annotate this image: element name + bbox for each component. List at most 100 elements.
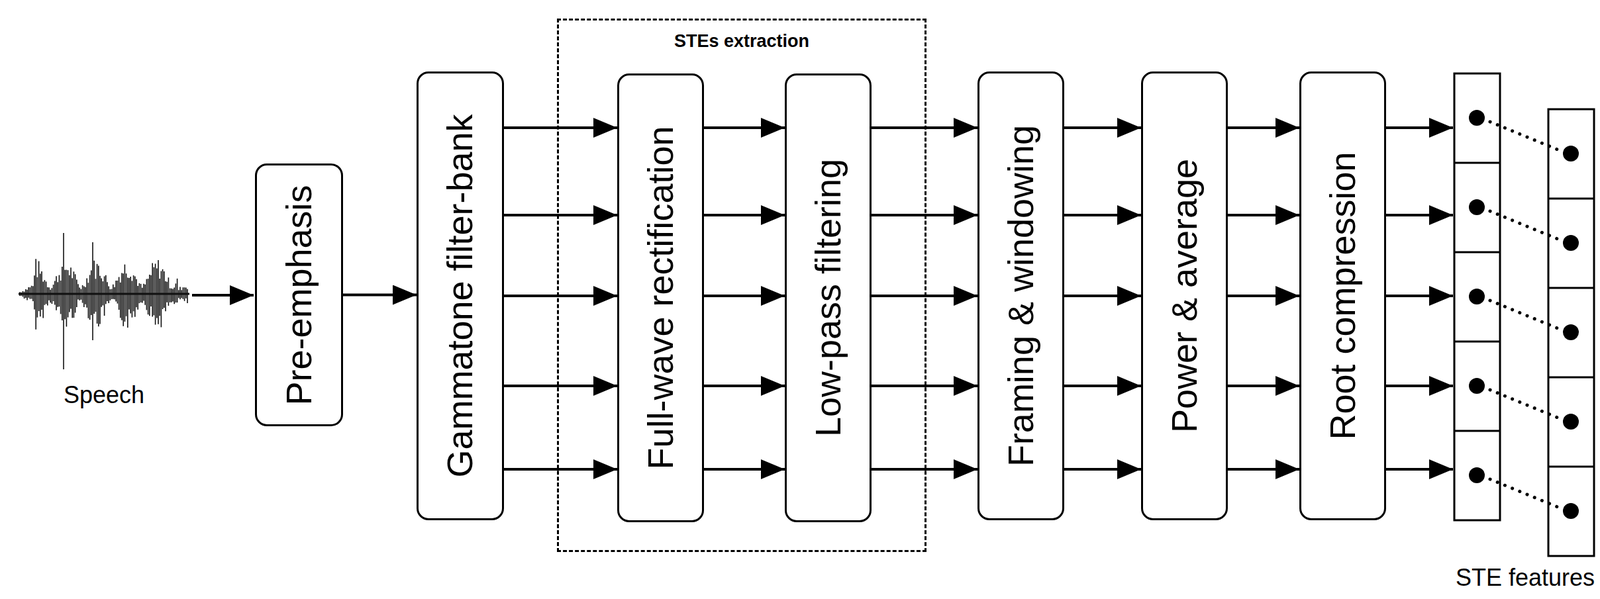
feature-dot [1468,199,1485,216]
flow-arrow [871,468,978,471]
waveform-stroke [112,284,114,300]
waveform-stroke [66,270,68,328]
feature-dot [1468,288,1485,305]
cell-divider [1454,430,1500,433]
waveform-stroke [26,290,28,301]
waveform-stroke [51,288,53,304]
flow-arrow [1227,294,1300,298]
flow-arrow [503,213,618,217]
ellipsis-dots [1490,211,1558,240]
waveform-stroke [83,286,85,308]
process-label: Framing & windowing [1001,125,1041,467]
waveform-stroke [157,260,159,325]
feature-dot [1562,503,1579,520]
waveform-stroke [162,269,164,310]
cell-divider [1454,251,1500,254]
flow-arrow [1227,126,1300,130]
feature-dot [1468,467,1485,484]
waveform-stroke [129,276,132,314]
output-arrow [1386,213,1453,217]
waveform-stroke [166,282,168,303]
waveform-stroke [186,289,189,304]
waveform-stroke [151,263,153,318]
process-box: Pre-emphasis [254,163,344,427]
flow-arrow [871,384,978,388]
feature-vector [1454,73,1500,521]
process-box: Framing & windowing [977,71,1065,521]
waveform-stroke [168,277,170,306]
waveform-stroke [176,278,179,303]
flow-arrow [703,468,785,471]
feature-vector [1548,109,1595,557]
waveform-stroke [106,282,108,302]
cell-divider [1454,162,1500,165]
flow-arrow [1064,294,1142,298]
cell-divider [1548,287,1595,290]
waveform-stroke [92,242,94,341]
waveform-stroke [37,277,39,318]
flow-arrow [871,213,978,217]
waveform-stroke [169,288,171,303]
waveform-stroke [150,275,152,307]
group-box: STEs extractionFull-wave rectificationLo… [556,18,927,553]
waveform-stroke [58,275,61,308]
waveform-stroke [27,287,30,299]
process-box: Low-pass filtering [784,73,872,523]
input-label: Speech [63,381,145,409]
flow-arrow [1064,468,1142,471]
feature-dot [1562,235,1579,251]
input-arrow [192,294,254,297]
waveform-stroke [141,288,144,304]
ellipsis-dots [1490,121,1558,150]
waveform-stroke [121,272,123,320]
waveform-stroke [158,278,161,316]
flow-arrow [1064,213,1142,217]
flow-arrow [503,294,618,298]
waveform-stroke [88,282,90,319]
process-label: Full-wave rectification [641,125,681,470]
feature-dot [1562,145,1579,162]
waveform-stroke [172,289,174,302]
waveform-stroke [62,233,65,370]
process-label: Gammatone filter-bank [440,113,480,478]
waveform-stroke [131,280,134,318]
waveform-stroke [77,284,79,300]
flow-arrow [503,384,618,388]
waveform-stroke [90,270,93,316]
waveform-stroke [143,284,145,302]
waveform-stroke [98,265,100,327]
waveform-stroke [134,276,136,317]
process-label: Root compression [1323,151,1363,440]
flow-arrow [503,126,618,130]
waveform-stroke [173,288,175,305]
flow-arrow [343,294,417,297]
waveform-stroke [125,273,128,317]
feature-dot [1468,109,1485,126]
flow-arrow [703,294,785,298]
output-arrow [1386,468,1453,471]
speech-waveform [18,233,190,370]
process-box: Full-wave rectification [617,73,704,523]
output-arrow [1386,294,1453,298]
flow-arrow [1227,468,1300,471]
waveform-stroke [47,287,49,306]
waveform-stroke [93,260,95,314]
waveform-stroke [99,276,101,325]
waveform-stroke [60,280,62,315]
waveform-stroke [122,273,124,326]
waveform-stroke [163,271,165,308]
process-label: Pre-emphasis [279,184,319,406]
process-label: Power & average [1164,158,1204,434]
waveform-stroke [137,286,139,310]
waveform-stroke [117,280,119,304]
waveform-stroke [38,261,40,312]
waveform-stroke [31,286,33,300]
waveform-stroke [153,267,155,316]
ellipsis-dots [1490,479,1558,508]
waveform-stroke [127,278,129,328]
waveform-stroke [100,278,102,307]
ellipsis-dots [1490,390,1558,418]
process-box: Power & average [1141,71,1228,521]
waveform-stroke [115,280,117,302]
waveform-stroke [170,288,173,303]
